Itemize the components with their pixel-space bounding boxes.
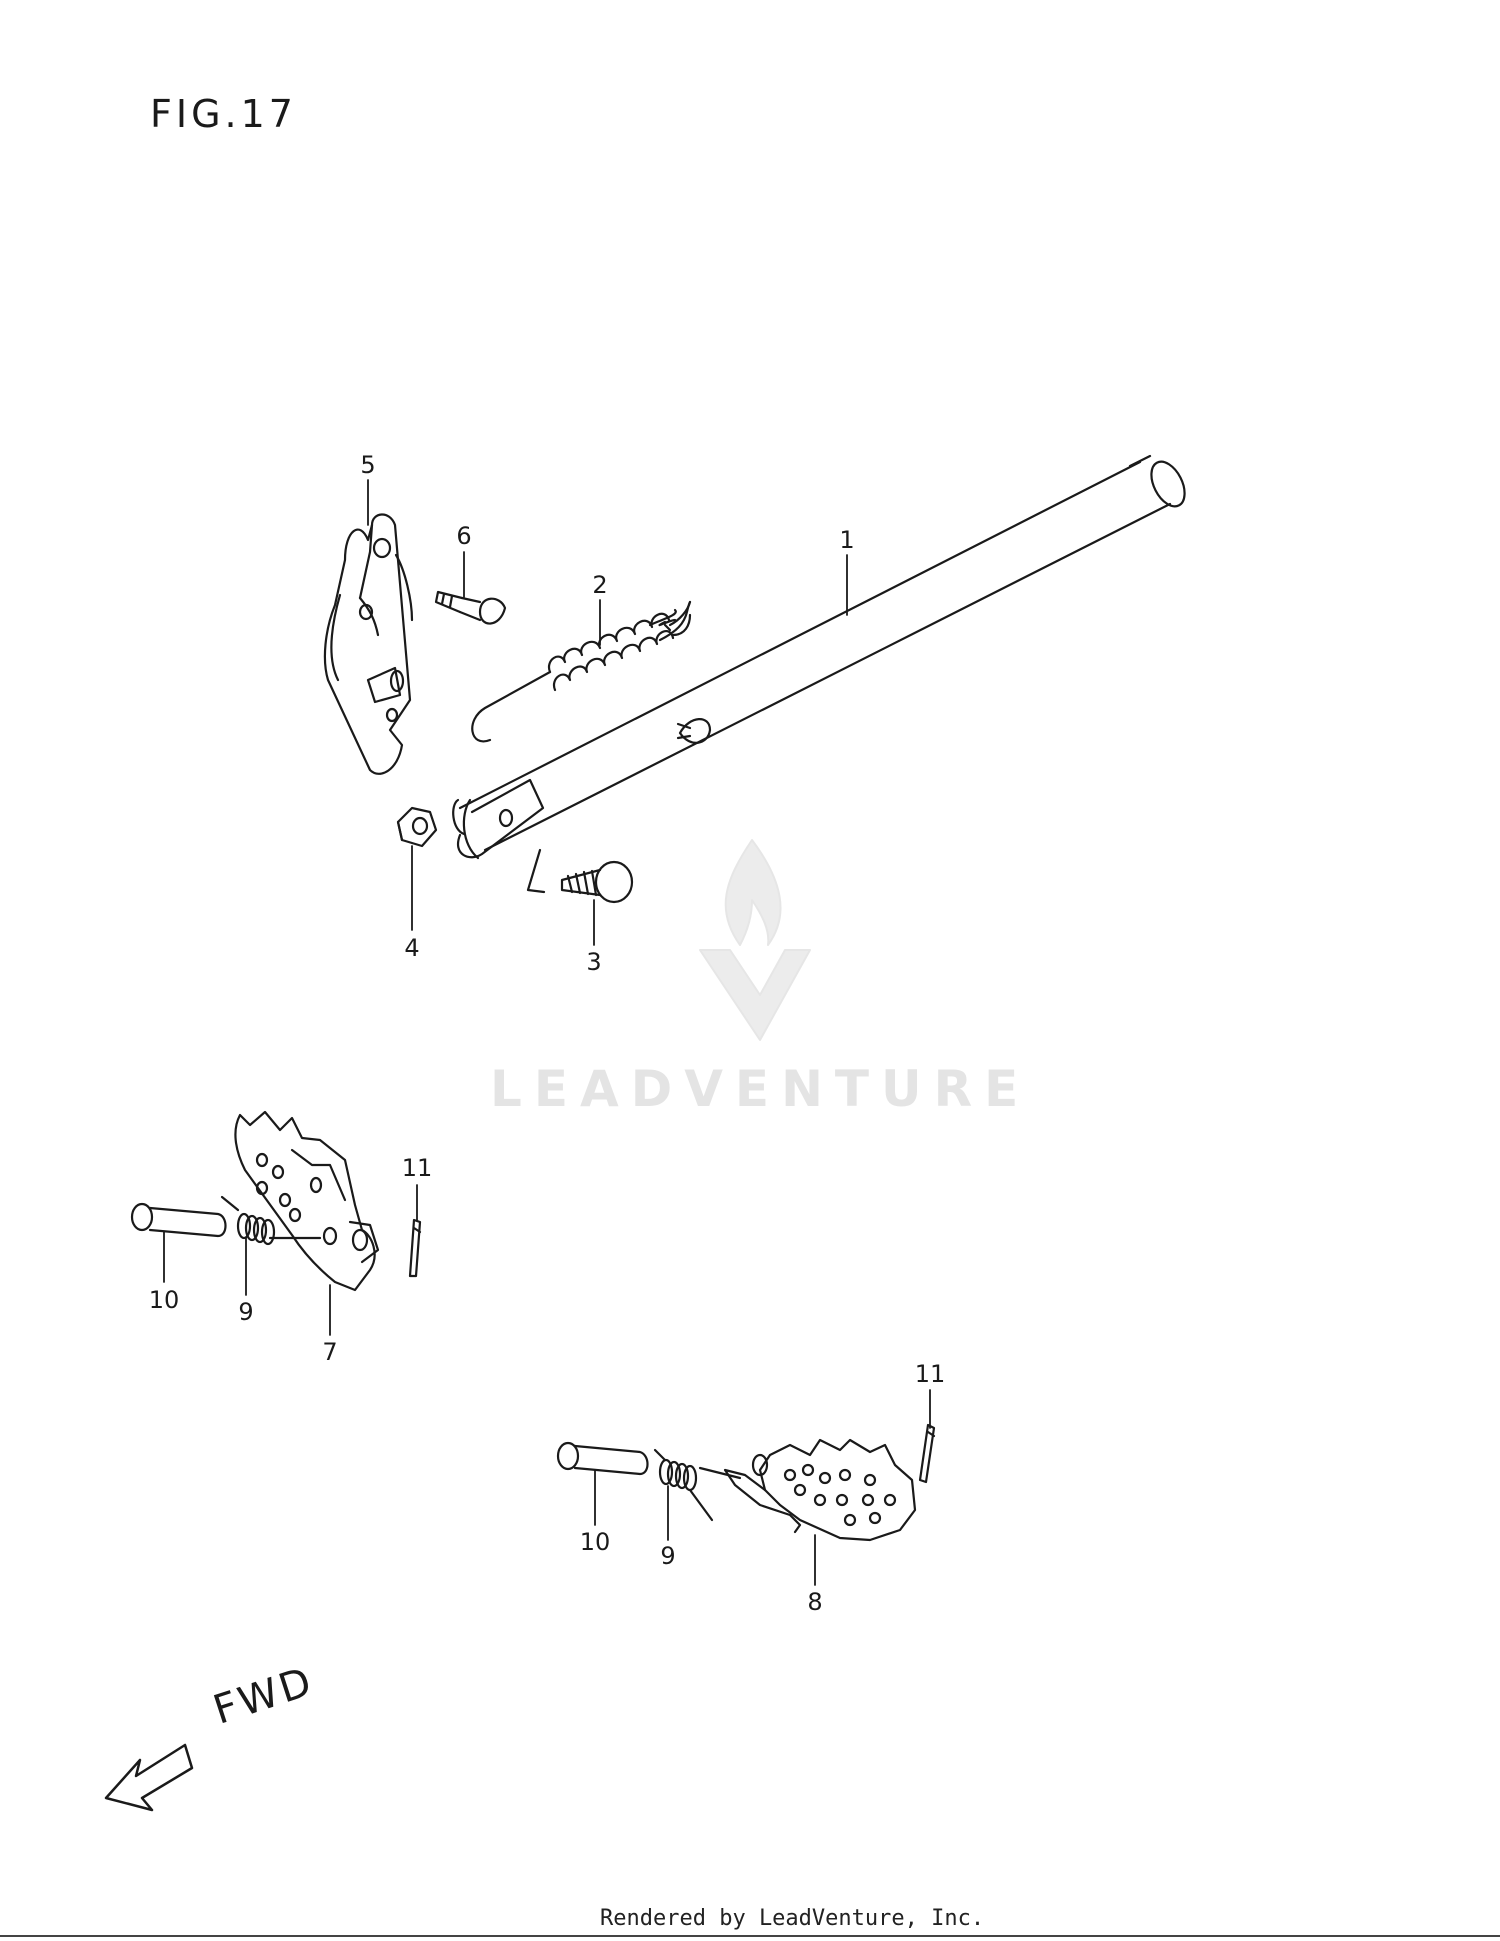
- footer-credit: Rendered by LeadVenture, Inc.: [600, 1906, 985, 1931]
- callout-4: 4: [404, 934, 420, 962]
- footrest-pin-left: [130, 1202, 227, 1238]
- callout-10-left: 10: [148, 1286, 180, 1314]
- side-stand-bar: [452, 454, 1186, 860]
- callout-6: 6: [456, 522, 472, 550]
- cotter-pin-left: [408, 1218, 422, 1278]
- footrest-spring-left: [220, 1195, 322, 1246]
- forward-arrow-icon: [104, 1743, 194, 1812]
- callout-7: 7: [322, 1338, 338, 1366]
- callout-5: 5: [360, 451, 376, 479]
- callout-11-right: 11: [914, 1360, 946, 1388]
- bracket-bolt: [434, 590, 507, 625]
- spring: [471, 600, 692, 743]
- callout-10-right: 10: [579, 1528, 611, 1556]
- watermark-logo: [699, 839, 811, 1041]
- callout-2: 2: [592, 571, 608, 599]
- figure-title: FIG.17: [150, 92, 297, 136]
- callout-1: 1: [839, 526, 855, 554]
- callout-9-left: 9: [238, 1298, 254, 1326]
- callout-9-right: 9: [660, 1542, 676, 1570]
- callout-8: 8: [807, 1588, 823, 1616]
- footrest-right: [723, 1438, 917, 1542]
- watermark-text: LEADVENTURE: [490, 1060, 1031, 1118]
- cotter-pin-right: [918, 1423, 936, 1484]
- leader-lines: [163, 479, 931, 1586]
- callout-11-left: 11: [401, 1154, 433, 1182]
- footrest-left: [234, 1110, 380, 1292]
- callout-3: 3: [586, 948, 602, 976]
- stand-bracket: [323, 513, 414, 775]
- footer-divider: [0, 1935, 1500, 1937]
- footrest-pin-right: [556, 1441, 649, 1476]
- nut: [396, 806, 438, 848]
- stand-bolt: [526, 848, 634, 904]
- footrest-spring-right: [653, 1448, 742, 1522]
